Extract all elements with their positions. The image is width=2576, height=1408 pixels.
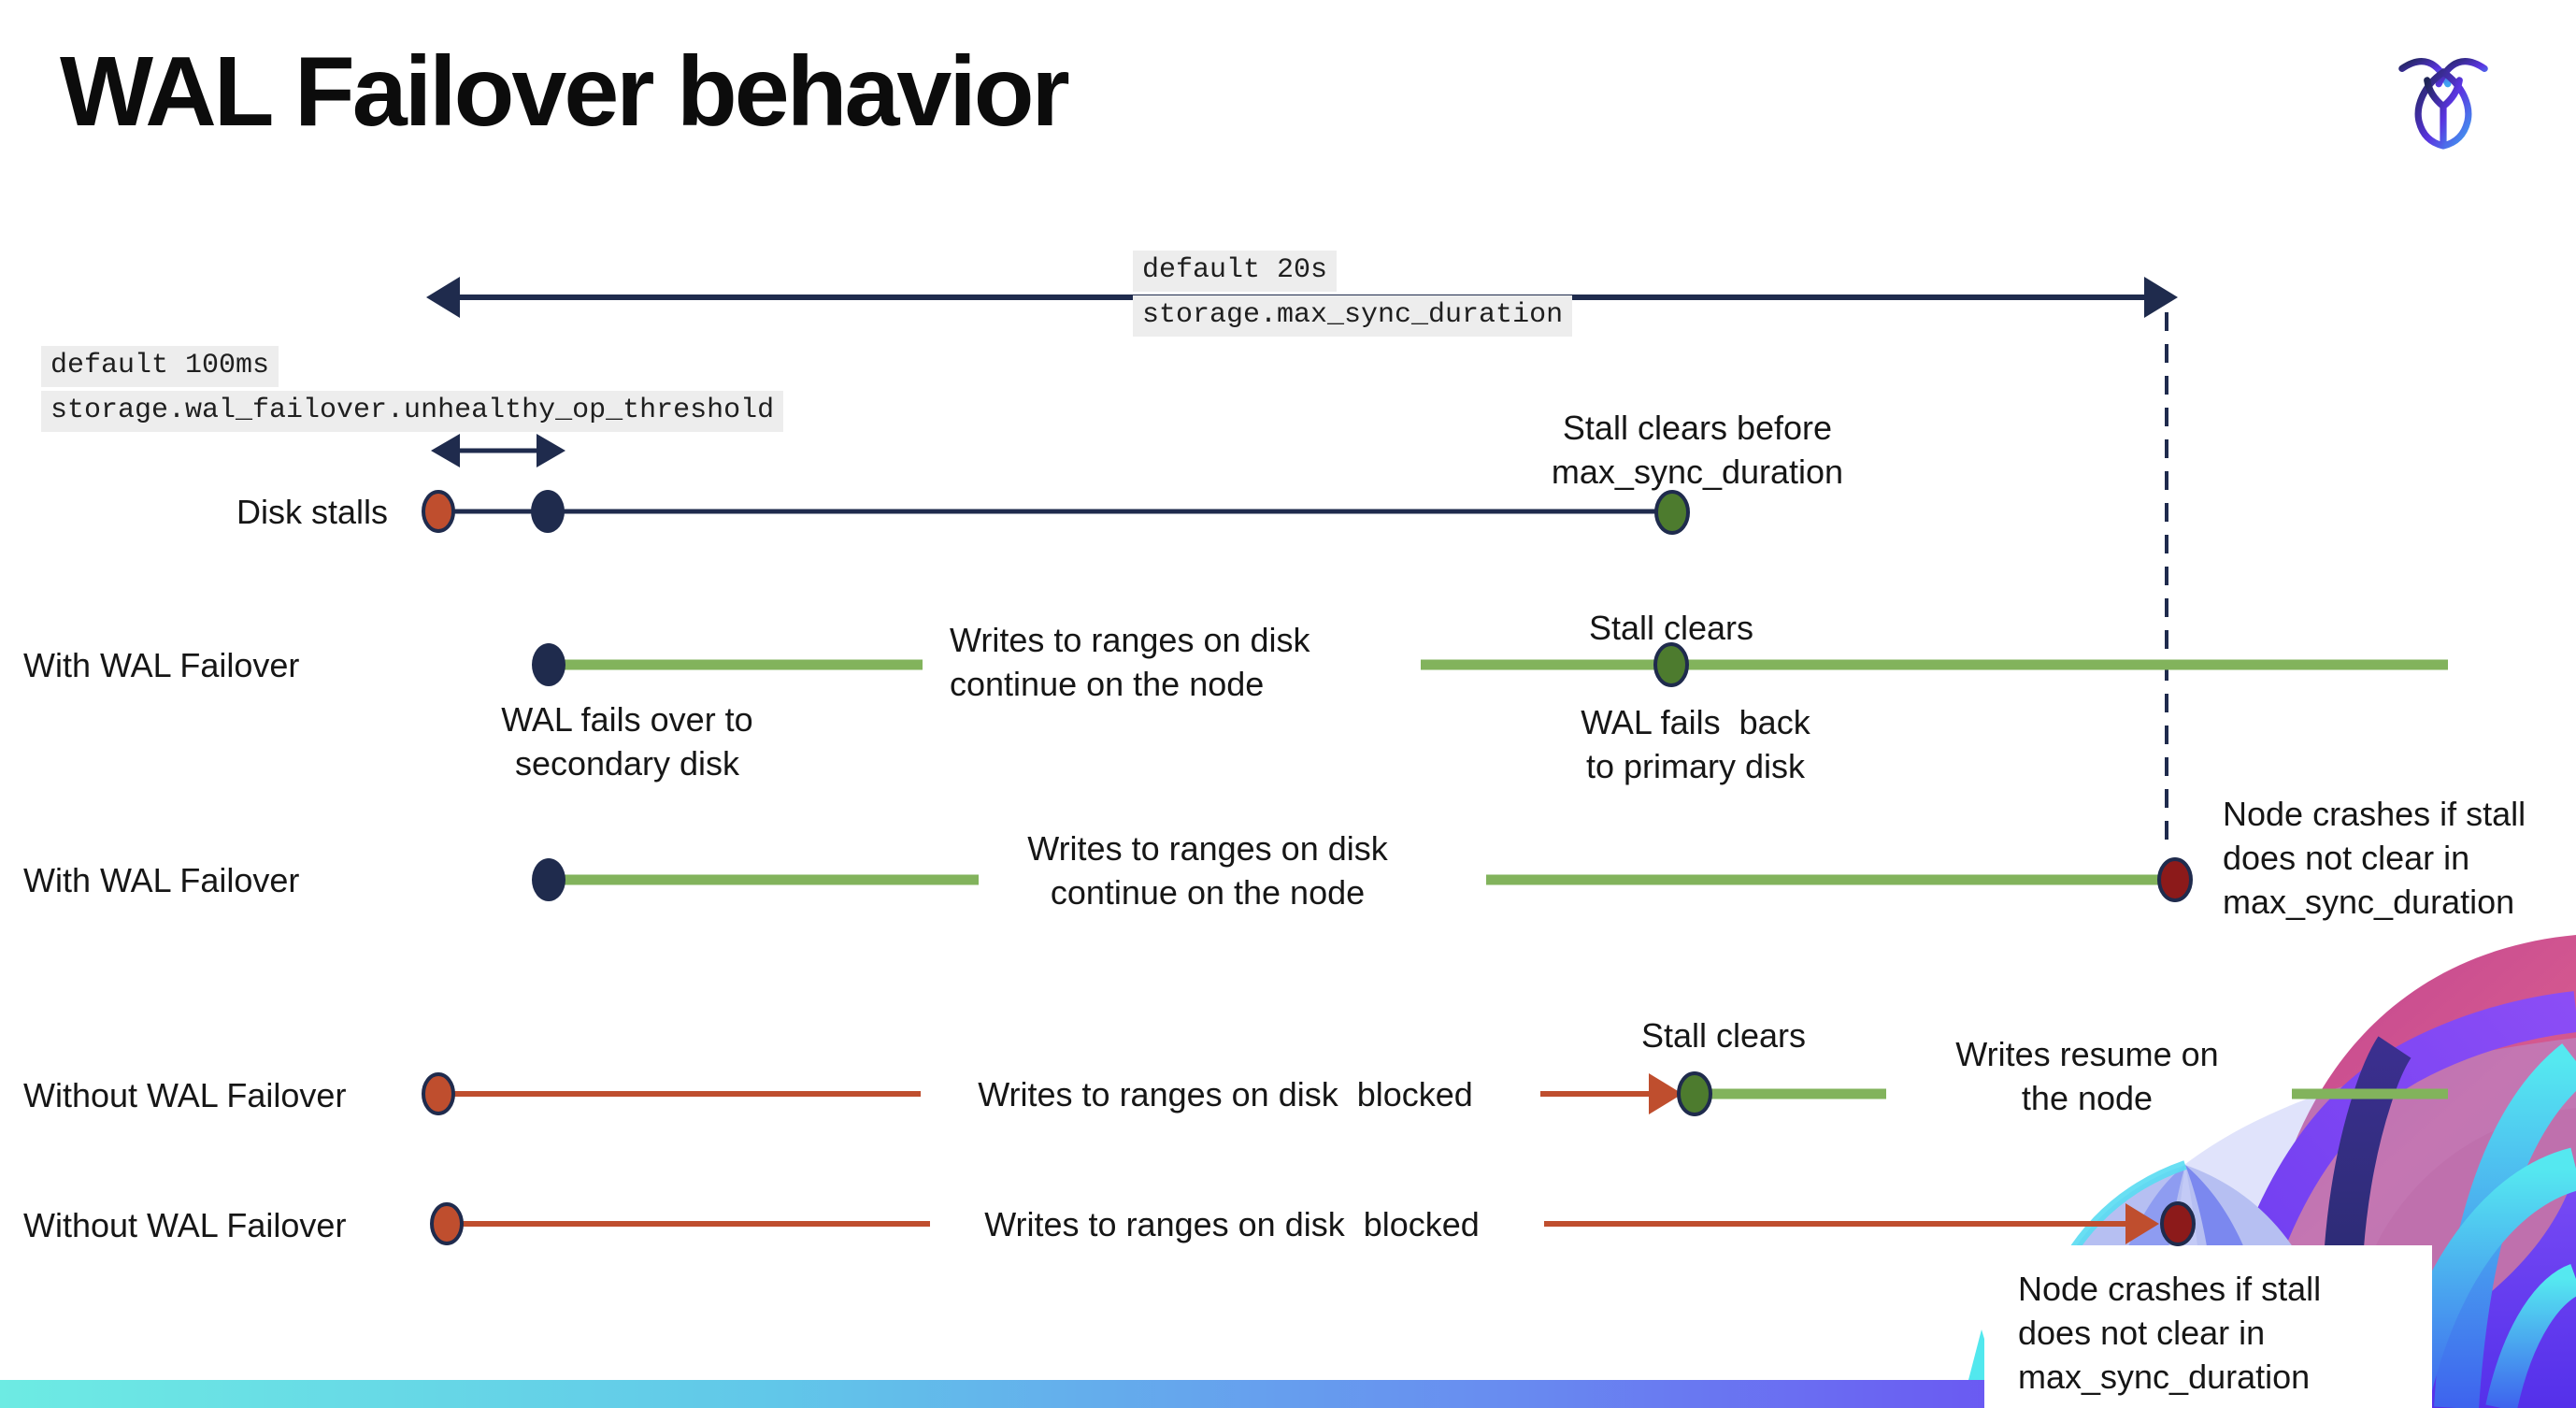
- crash-note: Node crashes if stall does not clear in …: [2223, 795, 2526, 921]
- row-label: With WAL Failover: [23, 861, 300, 899]
- row-label: With WAL Failover: [23, 646, 300, 684]
- art-shape: [2485, 1263, 2576, 1408]
- failback-note: WAL fails back to primary disk: [1581, 703, 1810, 785]
- arrow-left-head: [426, 277, 460, 318]
- logo-vein: [2424, 77, 2463, 149]
- art-shape: [2258, 1169, 2576, 1408]
- row1-stall-start-dot: [422, 490, 455, 533]
- row5-stall-start-dot: [430, 1202, 464, 1245]
- arrow-left-head: [431, 434, 460, 467]
- stall-clears-note: Stall clears: [1640, 1016, 1807, 1055]
- setting-default-value: default 100ms: [41, 346, 279, 387]
- row2-failover-dot: [532, 643, 565, 686]
- writes-note: Writes to ranges on disk continue on the…: [950, 621, 1310, 703]
- writes-note: Writes to ranges on disk blocked: [978, 1075, 1473, 1113]
- arrow-right-head: [2144, 277, 2178, 318]
- stall-clears-note: Stall clears: [1588, 609, 1754, 647]
- crash-note-card: Node crashes if stall does not clear in …: [1984, 1245, 2432, 1408]
- page-title: WAL Failover behavior: [60, 36, 1070, 147]
- max-sync-duration-setting: default 20s storage.max_sync_duration: [1133, 251, 1573, 340]
- row-label: Disk stalls: [236, 493, 388, 531]
- row4-stall-start-dot: [422, 1072, 455, 1115]
- row4-red-arrow-head: [1649, 1073, 1682, 1114]
- crash-note-text: Node crashes if stall does not clear in …: [2018, 1270, 2322, 1396]
- row3-failover-dot: [532, 858, 565, 901]
- arrow-right-head: [537, 434, 565, 467]
- row1-threshold-dot: [531, 490, 565, 533]
- unhealthy-op-threshold-setting: default 100ms storage.wal_failover.unhea…: [41, 346, 784, 436]
- row1-stall-clears-dot: [1654, 490, 1690, 535]
- stall-clears-before-note: Stall clears before max_sync_duration: [1551, 409, 1844, 491]
- row-label: Without WAL Failover: [23, 1206, 347, 1244]
- writes-resume-note: Writes resume on the node: [1955, 1035, 2219, 1117]
- row-label: Without WAL Failover: [23, 1076, 347, 1114]
- row2-stall-clears-dot: [1653, 642, 1689, 687]
- cockroach-labs-logo: [2398, 58, 2488, 150]
- writes-note: Writes to ranges on disk continue on the…: [1027, 829, 1388, 912]
- writes-note: Writes to ranges on disk blocked: [984, 1205, 1480, 1243]
- art-shape: [2434, 1043, 2576, 1408]
- setting-name: storage.max_sync_duration: [1133, 295, 1573, 337]
- setting-default-value: default 20s: [1133, 251, 1338, 292]
- failover-note: WAL fails over to secondary disk: [501, 700, 753, 783]
- row3-crash-dot: [2157, 857, 2193, 902]
- setting-name: storage.wal_failover.unhealthy_op_thresh…: [41, 391, 784, 432]
- logo-antenna-right: [2435, 58, 2488, 88]
- row4-stall-clears-dot: [1677, 1071, 1712, 1116]
